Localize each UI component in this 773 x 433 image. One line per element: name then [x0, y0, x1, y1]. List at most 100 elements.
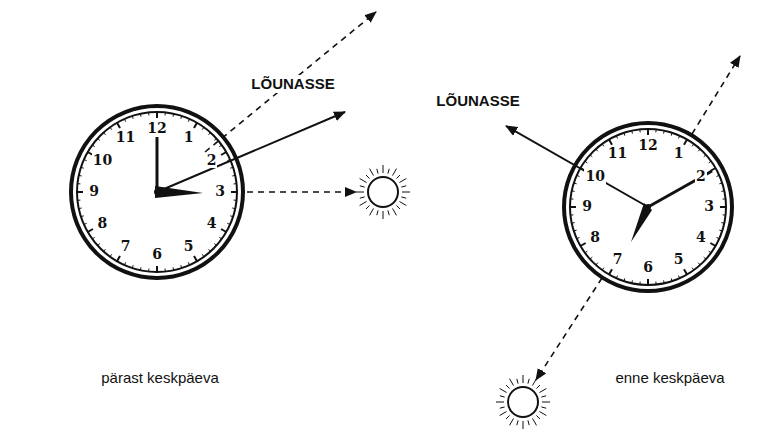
sun-symbol [496, 375, 550, 429]
clock-tick [721, 222, 724, 224]
dashed-arrow [205, 12, 376, 152]
clock-tick [717, 175, 720, 176]
clock-tick [202, 127, 204, 129]
sun-ray [393, 169, 397, 176]
sun-ray [360, 179, 367, 183]
clock-numeral: 1 [183, 130, 195, 145]
clock-rim [77, 112, 237, 272]
clock-tick [221, 152, 226, 155]
clock-tick [663, 131, 665, 134]
clock-numeral: 9 [88, 184, 100, 199]
clock-tick [590, 155, 592, 157]
clock-tick [723, 198, 726, 199]
clock-tick [209, 249, 211, 251]
clock-tick [570, 206, 576, 208]
clock-tick [214, 244, 216, 246]
sun-ray [536, 415, 540, 419]
clock-rim [71, 106, 243, 278]
clock-tick [574, 230, 577, 232]
clock-tick [77, 200, 80, 201]
clock-tick [84, 159, 87, 160]
clock-numeral: 3 [214, 184, 226, 199]
clock-tick [124, 119, 125, 122]
clock-tick [684, 139, 687, 144]
clock-tick [124, 262, 125, 265]
sun-ray [533, 379, 537, 386]
clock-tick [180, 265, 182, 268]
clock-numeral: 7 [120, 239, 132, 254]
sun-ray [506, 385, 510, 389]
clock-ticks [570, 129, 726, 285]
sun-ray [500, 407, 505, 408]
dashed-arrow [247, 191, 356, 193]
clock-tick [81, 167, 84, 169]
clock-numeral: 6 [151, 247, 163, 262]
clock-tick [140, 267, 142, 270]
clock-tick [132, 265, 134, 268]
sun-ray [539, 412, 546, 416]
clock-tick [704, 257, 706, 259]
clock-tick [221, 229, 226, 232]
clock-tick [572, 190, 575, 192]
clock-tick [596, 263, 598, 265]
clock-tick [79, 208, 82, 210]
clock-tick [81, 215, 84, 217]
clock-tick [202, 254, 204, 256]
sun-ray [377, 169, 378, 174]
hand-pivot [154, 189, 160, 195]
clock-tick [117, 256, 120, 261]
sun-ray [533, 418, 537, 425]
clock-tick [671, 278, 673, 281]
clock-numeral: 5 [183, 239, 195, 254]
clock-tick [214, 138, 216, 140]
clock-tick [232, 208, 235, 210]
sun-ray [541, 407, 546, 408]
sun-ray [500, 412, 507, 416]
clock-numeral: 8 [97, 216, 109, 231]
caption: enne keskpäeva [613, 369, 726, 388]
sun-ray [356, 192, 364, 193]
clock-tick [623, 278, 625, 281]
sun-ray [517, 420, 518, 425]
clock-numeral: 4 [206, 216, 218, 231]
sun-disc [368, 177, 398, 207]
clock-numeral: 8 [589, 230, 601, 245]
sun-ray [388, 210, 389, 215]
clock-tick [709, 161, 711, 163]
sun-ray [396, 175, 400, 179]
clock-tick [219, 145, 221, 147]
clock-tick [570, 214, 573, 215]
sun-ray [528, 420, 529, 425]
clock-tick [180, 116, 182, 119]
clock-tick [98, 244, 100, 246]
clock-tick [663, 280, 665, 283]
clock-tick [572, 222, 575, 224]
clock-tick [580, 243, 585, 246]
clock-tick [219, 237, 221, 239]
clock-tick [719, 230, 722, 232]
clock-tick [585, 251, 587, 253]
sun-ray [401, 186, 406, 187]
clock-tick [717, 238, 720, 239]
sun-ray [383, 211, 384, 219]
clock-rim [564, 123, 732, 291]
clock-numeral: 7 [612, 252, 624, 267]
clock-tick [623, 133, 625, 136]
clock-numeral: 12 [146, 121, 167, 136]
clock-tick [231, 191, 237, 193]
sun-ray [360, 197, 365, 198]
clock-tick [230, 167, 233, 169]
sun-ray [366, 175, 370, 179]
clock-tick [577, 238, 580, 239]
clock-tick [596, 149, 598, 151]
clock-tick [77, 183, 80, 184]
clock-tick [234, 200, 237, 201]
caption: pärast keskpäeva [99, 369, 221, 388]
clock-tick [188, 119, 189, 122]
clock-tick [602, 268, 604, 270]
clock-tick [720, 206, 726, 208]
dashed-arrow [692, 56, 740, 134]
clock-tick [684, 269, 687, 274]
clock-tick [230, 215, 233, 217]
